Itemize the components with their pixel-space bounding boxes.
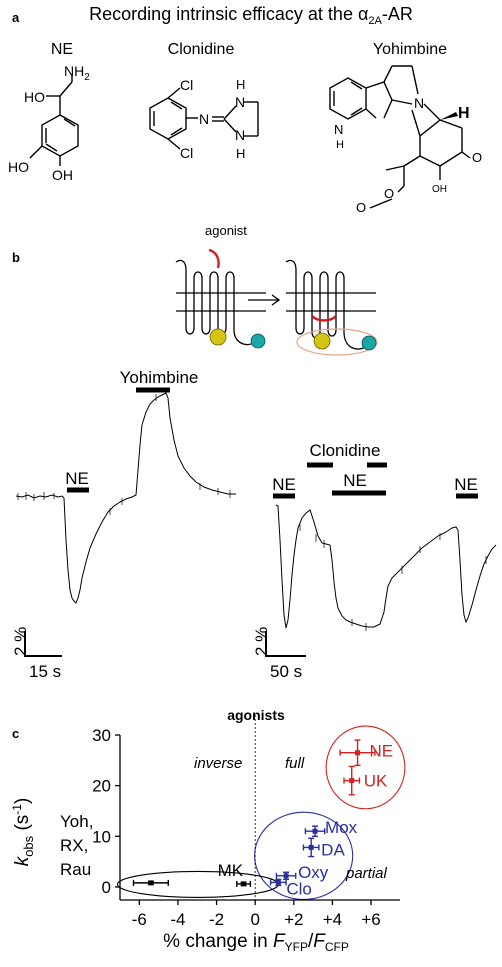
yohimbine-atom-o-ester: O: [384, 186, 394, 201]
clonidine-atom-n-top: N: [235, 94, 245, 110]
clonidine-atom-h-top: H: [236, 77, 245, 92]
ne-atom-nh2: NH2: [64, 63, 90, 83]
panel-b-letter: b: [12, 250, 20, 265]
data-label: UK: [364, 772, 388, 791]
yohimbine-atom-n-amine: N: [414, 95, 424, 111]
y-axis-label: kobs (s-1): [10, 798, 36, 867]
cfp-fluorophore-bound-icon: [361, 335, 377, 351]
trace1-noise: [17, 394, 231, 515]
cfp-fluorophore-icon: [250, 333, 266, 349]
y-tick-label: 20: [92, 777, 111, 796]
clonidine-atom-n-bottom: N: [235, 127, 245, 143]
data-label: Mox: [325, 818, 358, 837]
trace2-scale-x: 50 s: [270, 662, 302, 681]
group-ellipse-full: [325, 725, 406, 810]
panel-a-title: Recording intrinsic efficacy at the α2A-…: [89, 4, 413, 27]
data-label: NE: [370, 742, 394, 761]
trace2-label-ne-3: NE: [454, 475, 478, 494]
data-point: [355, 750, 361, 756]
clonidine-atom-h-bottom: H: [236, 146, 245, 161]
group-label-rau: Rau: [60, 860, 91, 879]
yohimbine-atom-o-ketone: O: [472, 150, 482, 165]
region-label-partial: partial: [345, 865, 388, 882]
yohimbine-structure: [329, 65, 471, 209]
compound-name-yohimbine: Yohimbine: [373, 41, 447, 58]
data-point: [308, 844, 314, 850]
x-tick-label: -4: [170, 910, 185, 929]
yfp-fluorophore-icon: [209, 328, 227, 346]
receptor-scheme: [175, 259, 376, 350]
region-label-full: full: [285, 755, 305, 772]
trace1-fret-signal: [15, 392, 236, 604]
data-label: Clo: [286, 879, 312, 898]
ne-atom-oh-ring: OH: [52, 167, 73, 183]
data-point: [349, 778, 355, 784]
fret-ellipse: [296, 328, 378, 356]
yohimbine-atom-o-methyl: O: [356, 200, 366, 215]
trace1-scale-bar: [24, 631, 62, 657]
y-tick-label: 30: [92, 726, 111, 745]
yfp-fluorophore-bound-icon: [313, 332, 331, 350]
trace2-label-ne-1: NE: [272, 475, 296, 494]
agonist-ligand-free: [208, 248, 220, 269]
trace1-scale-x: 15 s: [29, 662, 61, 681]
data-point: [241, 881, 247, 887]
trace2-scale-bar: [265, 631, 306, 657]
yohimbine-atom-n-indole: N: [334, 122, 343, 137]
y-tick-label: 0: [102, 878, 111, 897]
panel-c-letter: c: [12, 726, 19, 741]
trace2-label-clonidine: Clonidine: [310, 441, 381, 460]
trace1-label-ne: NE: [65, 469, 89, 488]
scheme-agonist-label: agonist: [205, 223, 247, 238]
group-label-yoh: Yoh,: [60, 812, 93, 831]
ne-structure: [29, 74, 79, 166]
agonist-ligand-bound: [311, 315, 337, 322]
x-tick-label: +2: [284, 910, 303, 929]
data-point: [283, 873, 289, 879]
trace2-label-ne-2: NE: [343, 471, 367, 490]
trace2-noise: [299, 524, 487, 631]
ne-atom-ho: HO: [24, 89, 45, 105]
data-point: [275, 879, 281, 885]
data-label: MK: [218, 861, 244, 880]
clonidine-atom-n-imine: N: [199, 111, 209, 127]
compound-name-ne: NE: [51, 41, 73, 58]
yohimbine-atom-h-wedge: H: [458, 105, 470, 122]
group-ellipse-inverse: [116, 870, 279, 898]
region-label-inverse: inverse: [194, 755, 242, 772]
x-tick-label: 0: [250, 910, 259, 929]
trace1-label-yohimbine: Yohimbine: [120, 368, 199, 387]
x-tick-label: -2: [209, 910, 224, 929]
trace1-scale-y: 2 %: [11, 627, 30, 656]
x-tick-label: +6: [361, 910, 380, 929]
ne-atom-ho-ring: HO: [8, 159, 29, 175]
y-tick-label: 10: [92, 827, 111, 846]
panel-a-letter: a: [12, 10, 20, 25]
clonidine-atom-cl-bottom: Cl: [180, 145, 193, 161]
trace2-scale-y: 2 %: [252, 627, 271, 656]
data-point: [312, 828, 318, 834]
compound-name-clonidine: Clonidine: [168, 41, 235, 58]
yohimbine-atom-h-indole: H: [336, 139, 344, 151]
x-tick-label: +4: [323, 910, 342, 929]
data-point: [148, 880, 154, 886]
yohimbine-wedge-bond: [440, 112, 458, 120]
data-label: DA: [321, 840, 345, 859]
group-label-rx: RX,: [60, 836, 88, 855]
x-tick-label: -6: [132, 910, 147, 929]
x-axis-label: % change in FYFP/FCFP: [163, 931, 349, 954]
yohimbine-atom-oh: OH: [432, 184, 447, 195]
data-label: Oxy: [298, 863, 329, 882]
clonidine-structure: [149, 87, 259, 150]
trace2-fret-signal: [275, 504, 497, 629]
clonidine-atom-cl-top: Cl: [180, 77, 193, 93]
chart-header-agonists: agonists: [227, 707, 285, 723]
